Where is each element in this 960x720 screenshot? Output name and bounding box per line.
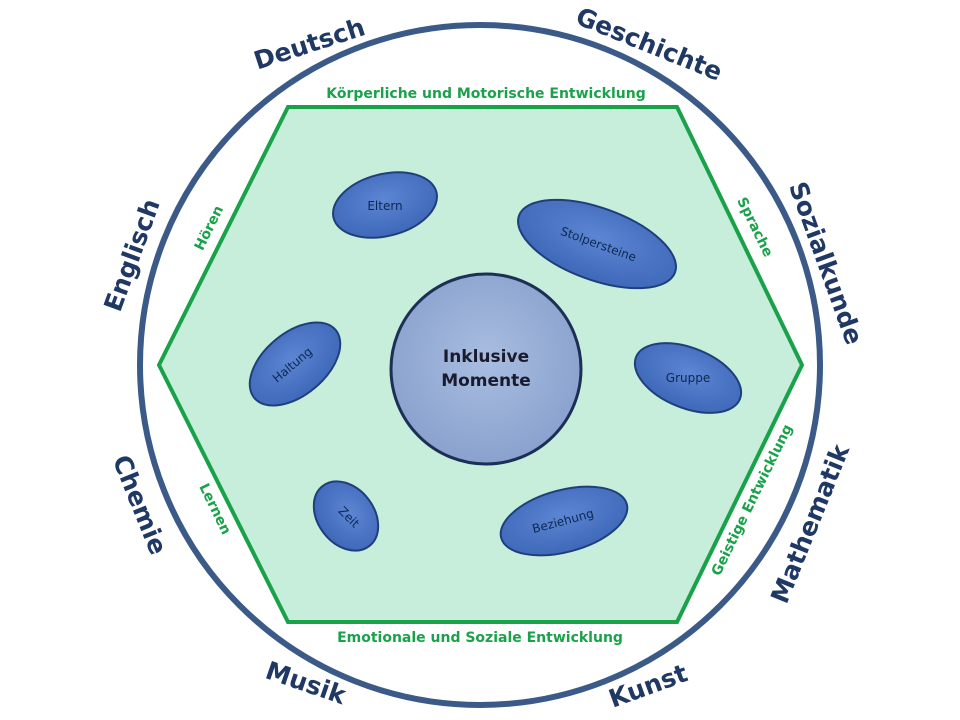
factor-beziehung: Beziehung — [499, 485, 629, 557]
subject-sozialkunde: Sozialkunde — [783, 178, 869, 348]
subject-deutsch: Deutsch — [250, 12, 368, 75]
subject-kunst: Kunst — [605, 658, 691, 713]
factor-haltung: Haltung — [248, 321, 342, 407]
subject-musik: Musik — [262, 656, 351, 711]
factor-gruppe: Gruppe — [633, 342, 743, 414]
center-inklusive-momente: Inklusive Momente — [389, 272, 583, 466]
area-social-emotional-development: Emotionale und Soziale Entwicklung — [337, 630, 623, 646]
center-label-line-2: Momente — [441, 371, 531, 391]
factor-gruppe-label: Gruppe — [666, 371, 710, 385]
subject-chemie: Chemie — [107, 451, 173, 559]
factor-zeit: Zeit — [312, 480, 380, 552]
center-label-line-1: Inklusive — [443, 347, 529, 367]
factor-stolpersteine: Stolpersteine — [517, 198, 677, 290]
area-motor-development: Körperliche und Motorische Entwicklung — [326, 86, 645, 102]
factor-eltern-label: Eltern — [367, 199, 402, 213]
subject-ring — [137, 22, 823, 708]
factor-eltern: Eltern — [332, 171, 438, 239]
